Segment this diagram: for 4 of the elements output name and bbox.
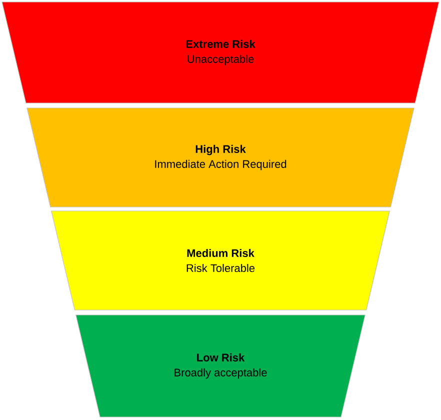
risk-band: Extreme Risk Unacceptable [2, 2, 440, 104]
risk-band: High Risk Immediate Action Required [26, 108, 414, 208]
risk-band: Medium Risk Risk Tolerable [51, 210, 390, 310]
risk-band: Low Risk Broadly acceptable [76, 314, 366, 418]
